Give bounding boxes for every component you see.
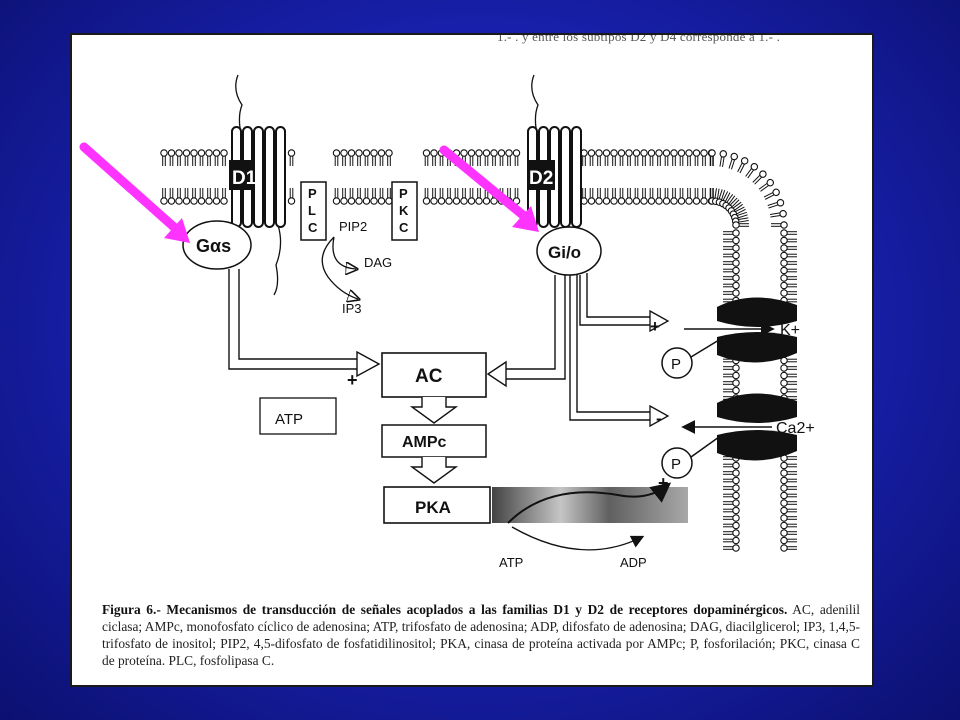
cell-membrane-vertical (708, 149, 797, 552)
highlight-arrow-gas (79, 142, 190, 243)
k-ion-label: K+ (780, 322, 800, 339)
svg-text:+: + (650, 317, 660, 336)
ca-channel: Ca2+ (681, 393, 815, 461)
ampc-label: AMPc (402, 434, 447, 451)
ca-ion-label: Ca2+ (776, 420, 815, 437)
svg-text:L: L (308, 203, 316, 218)
svg-text:P: P (671, 456, 681, 473)
ac-box (381, 352, 487, 398)
caption-title: Figura 6.- Mecanismos de transducción de… (102, 602, 788, 617)
svg-text:C: C (399, 220, 409, 235)
d2-receptor: D2 (527, 74, 582, 228)
signaling-diagram: D1 D2 P L C P K C PIP2 D (79, 74, 815, 570)
highlight-arrow-gio (439, 145, 539, 232)
k-channel: K+ (684, 297, 800, 363)
pkc-box: P K C (391, 181, 418, 241)
figure-caption: Figura 6.- Mecanismos de transducción de… (102, 601, 860, 669)
g-alpha-s-protein (182, 220, 252, 270)
figure-panel: 1.- . y entre los subtipos D2 y D4 corre… (70, 33, 874, 687)
d1-receptor: D1 (229, 74, 286, 296)
adp-label: ADP (620, 555, 647, 570)
g-io-protein (536, 226, 602, 276)
atp-box-label: ATP (275, 411, 303, 428)
svg-text:C: C (308, 220, 318, 235)
d2-label: D2 (529, 168, 553, 189)
dag-label: DAG (364, 255, 392, 270)
atp-label: ATP (499, 555, 523, 570)
pka-label: PKA (415, 498, 451, 517)
ac-label: AC (415, 366, 443, 387)
gas-label: Gαs (196, 236, 231, 256)
caption-body: AC, adenilil ciclasa; AMPc, monofosfato … (102, 602, 860, 668)
svg-text:+: + (347, 370, 358, 390)
svg-text:-: - (656, 409, 662, 428)
svg-text:P: P (308, 186, 317, 201)
svg-text:P: P (671, 356, 681, 373)
d1-label: D1 (232, 168, 257, 189)
ip3-label: IP3 (342, 301, 362, 316)
pip2-label: PIP2 (339, 219, 367, 234)
pka-box (383, 486, 491, 524)
gio-label: Gi/o (548, 243, 581, 262)
plc-box: P L C (300, 181, 327, 241)
atp-box (259, 397, 337, 435)
svg-text:K: K (399, 203, 409, 218)
phospho-ca-circle (661, 447, 693, 479)
phospho-k-circle (661, 347, 693, 379)
svg-text:+: + (658, 473, 669, 493)
cropped-header-text: 1.- . y entre los subtipos D2 y D4 corre… (497, 33, 781, 44)
svg-text:P: P (399, 186, 408, 201)
